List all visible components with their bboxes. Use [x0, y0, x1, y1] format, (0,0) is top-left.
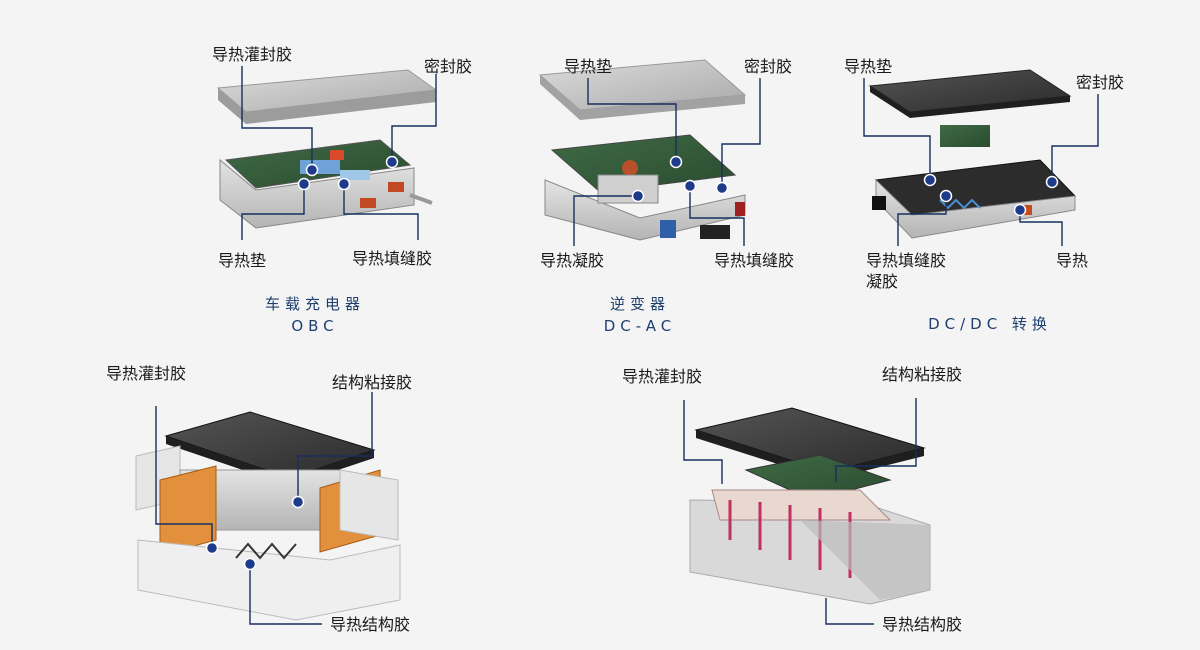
obc-dot-potting: [305, 163, 319, 177]
dcdc-label-seal: 密封胶: [1076, 73, 1125, 92]
battery-left-illustration: [135, 411, 401, 621]
battery-right-label-thermal-structural: 导热结构胶: [882, 615, 963, 634]
inverter-leader-pad: [587, 78, 677, 160]
inverter-dot-gel: [631, 189, 645, 203]
inverter-caption-title: 逆变器: [609, 295, 670, 313]
dcdc-label-gap-filler-line1: 导热填缝胶: [866, 251, 947, 270]
dcdc-label-thermal: 导热: [1056, 251, 1089, 270]
battery-right-leader-thermal: [825, 598, 874, 625]
obc-label-gap-filler: 导热填缝胶: [352, 249, 433, 268]
obc-dot-pad: [297, 177, 311, 191]
obc-label-pad: 导热垫: [218, 251, 267, 270]
dcdc-leader-seal: [1051, 94, 1099, 180]
battery-right-label-potting: 导热灌封胶: [622, 367, 703, 386]
dcdc-leader-pad: [863, 78, 931, 178]
inverter-caption-code: DC-AC: [603, 317, 677, 335]
obc-caption-title: 车载充电器: [264, 295, 365, 313]
inverter-dot-pad: [669, 155, 683, 169]
dcdc-caption: DC/DC 转换: [928, 315, 1052, 333]
callout-dots: [205, 155, 1059, 571]
inverter-dot-seal: [715, 181, 729, 195]
dcdc-illustration: [868, 69, 1077, 239]
inverter-illustration: [538, 59, 747, 241]
battery-left-dot-structural: [291, 495, 305, 509]
obc-label-seal: 密封胶: [424, 57, 473, 76]
inverter-leader-gel: [573, 195, 636, 246]
inverter-label-gap-filler: 导热填缝胶: [714, 251, 795, 270]
battery-left-dot-potting: [205, 541, 219, 555]
inverter-leader-gap: [689, 188, 745, 246]
battery-right-label-structural: 结构粘接胶: [882, 365, 963, 384]
battery-left-label-thermal-structural: 导热结构胶: [330, 615, 411, 634]
battery-right-leader-potting: [683, 400, 723, 484]
inverter-leader-seal: [721, 78, 761, 186]
battery-right-leader-structural: [835, 398, 917, 482]
obc-leader-gap: [343, 186, 419, 240]
dcdc-dot-gap: [939, 189, 953, 203]
obc-leader-seal: [391, 74, 437, 160]
obc-dot-seal: [385, 155, 399, 169]
inverter-label-pad: 导热垫: [564, 57, 613, 76]
obc-leader-potting: [241, 66, 313, 168]
obc-label-potting: 导热灌封胶: [212, 45, 293, 64]
obc-caption-code: OBC: [291, 317, 339, 335]
dcdc-dot-seal: [1045, 175, 1059, 189]
battery-left-label-structural: 结构粘接胶: [332, 373, 413, 392]
dcdc-dot-pad: [923, 173, 937, 187]
battery-left-dot-thermal: [243, 557, 257, 571]
inverter-label-gel: 导热凝胶: [540, 251, 605, 270]
inverter-label-seal: 密封胶: [744, 57, 793, 76]
dcdc-dot-thermal: [1013, 203, 1027, 217]
battery-left-label-potting: 导热灌封胶: [106, 364, 187, 383]
battery-left-leader-potting: [155, 406, 213, 546]
battery-left-leader-thermal: [249, 566, 322, 625]
obc-leader-pad: [241, 186, 305, 240]
dcdc-leader-gap: [897, 198, 947, 246]
dcdc-leader-thermal: [1019, 212, 1063, 246]
leader-lines: [155, 66, 1099, 625]
obc-illustration: [216, 69, 438, 229]
obc-dot-gap: [337, 177, 351, 191]
dcdc-label-gap-filler-line2: 凝胶: [866, 272, 899, 291]
inverter-dot-gap: [683, 179, 697, 193]
battery-left-leader-structural: [297, 392, 373, 500]
battery-right-illustration: [689, 407, 931, 605]
dcdc-label-pad: 导热垫: [844, 57, 893, 76]
